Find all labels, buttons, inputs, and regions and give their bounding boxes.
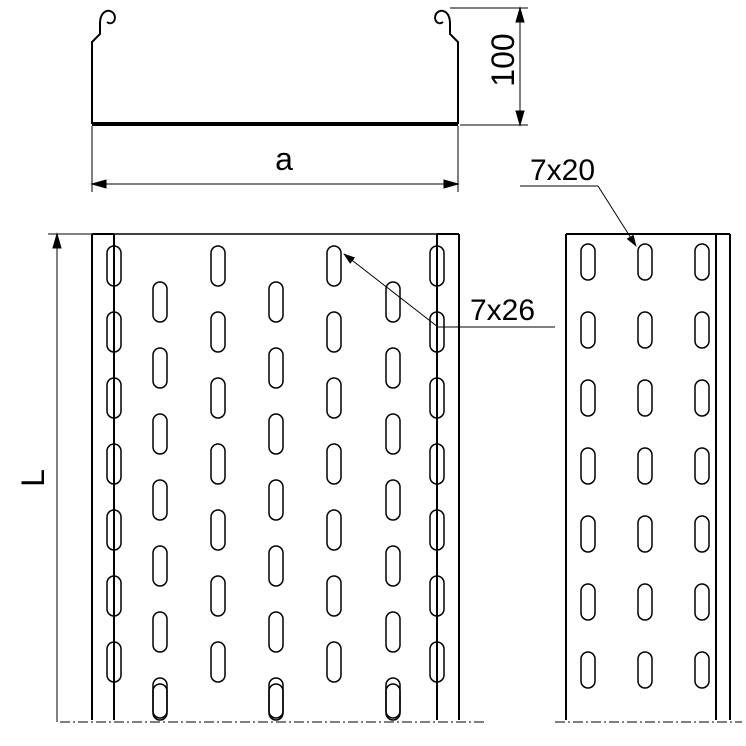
slot-hole [268, 347, 284, 389]
slot-hole [210, 311, 226, 353]
height-dimension [450, 6, 528, 127]
slot-hole [326, 377, 342, 419]
slot-hole [326, 443, 342, 485]
bottom-slots [106, 245, 445, 721]
tray-profile [91, 9, 459, 124]
bottom-slot-callout [343, 253, 555, 328]
slot-hole [694, 243, 710, 281]
slot-hole [210, 377, 226, 419]
slot-hole [580, 515, 596, 553]
slot-hole [106, 641, 122, 683]
slot-hole [385, 413, 401, 455]
slot-hole [210, 443, 226, 485]
slot-hole [106, 575, 122, 617]
side-slot-label: 7x20 [530, 154, 595, 187]
slot-hole [210, 575, 226, 617]
slot-hole [580, 651, 596, 689]
slot-hole [580, 311, 596, 349]
slot-hole [152, 611, 168, 653]
slot-hole [106, 509, 122, 551]
slot-hole [580, 447, 596, 485]
slot-hole [580, 243, 596, 281]
slot-hole [580, 583, 596, 621]
height-label: 100 [485, 33, 521, 86]
slot-hole [152, 281, 168, 323]
slot-hole [268, 683, 284, 721]
length-label: L [15, 469, 51, 487]
slot-hole [210, 641, 226, 683]
slot-hole [268, 611, 284, 653]
slot-hole [326, 509, 342, 551]
side-slots [580, 243, 710, 689]
slot-hole [694, 651, 710, 689]
slot-hole [429, 311, 445, 353]
slot-hole [637, 379, 653, 417]
slot-hole [637, 311, 653, 349]
slot-hole [694, 447, 710, 485]
slot-hole [637, 583, 653, 621]
slot-hole [326, 575, 342, 617]
slot-hole [385, 545, 401, 587]
slot-hole [580, 379, 596, 417]
slot-hole [268, 281, 284, 323]
slot-hole [385, 281, 401, 323]
slot-hole [210, 245, 226, 287]
width-label: a [275, 141, 293, 177]
side-view [565, 233, 731, 720]
slot-hole [210, 509, 226, 551]
slot-hole [106, 443, 122, 485]
slot-hole [326, 641, 342, 683]
slot-hole [694, 583, 710, 621]
slot-hole [637, 447, 653, 485]
slot-hole [694, 311, 710, 349]
bottom-view [91, 233, 460, 720]
slot-hole [637, 651, 653, 689]
slot-hole [268, 545, 284, 587]
slot-hole [152, 683, 168, 721]
slot-hole [429, 575, 445, 617]
slot-hole [429, 245, 445, 287]
slot-hole [106, 311, 122, 353]
slot-hole [326, 245, 342, 287]
slot-hole [152, 413, 168, 455]
slot-hole [694, 379, 710, 417]
slot-hole [385, 347, 401, 389]
slot-hole [268, 413, 284, 455]
slot-hole [429, 509, 445, 551]
length-dimension [48, 232, 92, 722]
slot-hole [429, 641, 445, 683]
slot-hole [637, 243, 653, 281]
slot-hole [326, 311, 342, 353]
slot-hole [106, 377, 122, 419]
slot-hole [429, 443, 445, 485]
slot-hole [385, 683, 401, 721]
slot-hole [268, 479, 284, 521]
bottom-slot-label: 7x26 [470, 294, 535, 327]
slot-hole [106, 245, 122, 287]
width-dimension [90, 126, 460, 192]
slot-hole [152, 479, 168, 521]
slot-hole [694, 515, 710, 553]
side-slot-callout [520, 185, 637, 247]
slot-hole [385, 611, 401, 653]
slot-hole [152, 347, 168, 389]
slot-hole [385, 479, 401, 521]
slot-hole [152, 545, 168, 587]
slot-hole [429, 377, 445, 419]
slot-hole [637, 515, 653, 553]
